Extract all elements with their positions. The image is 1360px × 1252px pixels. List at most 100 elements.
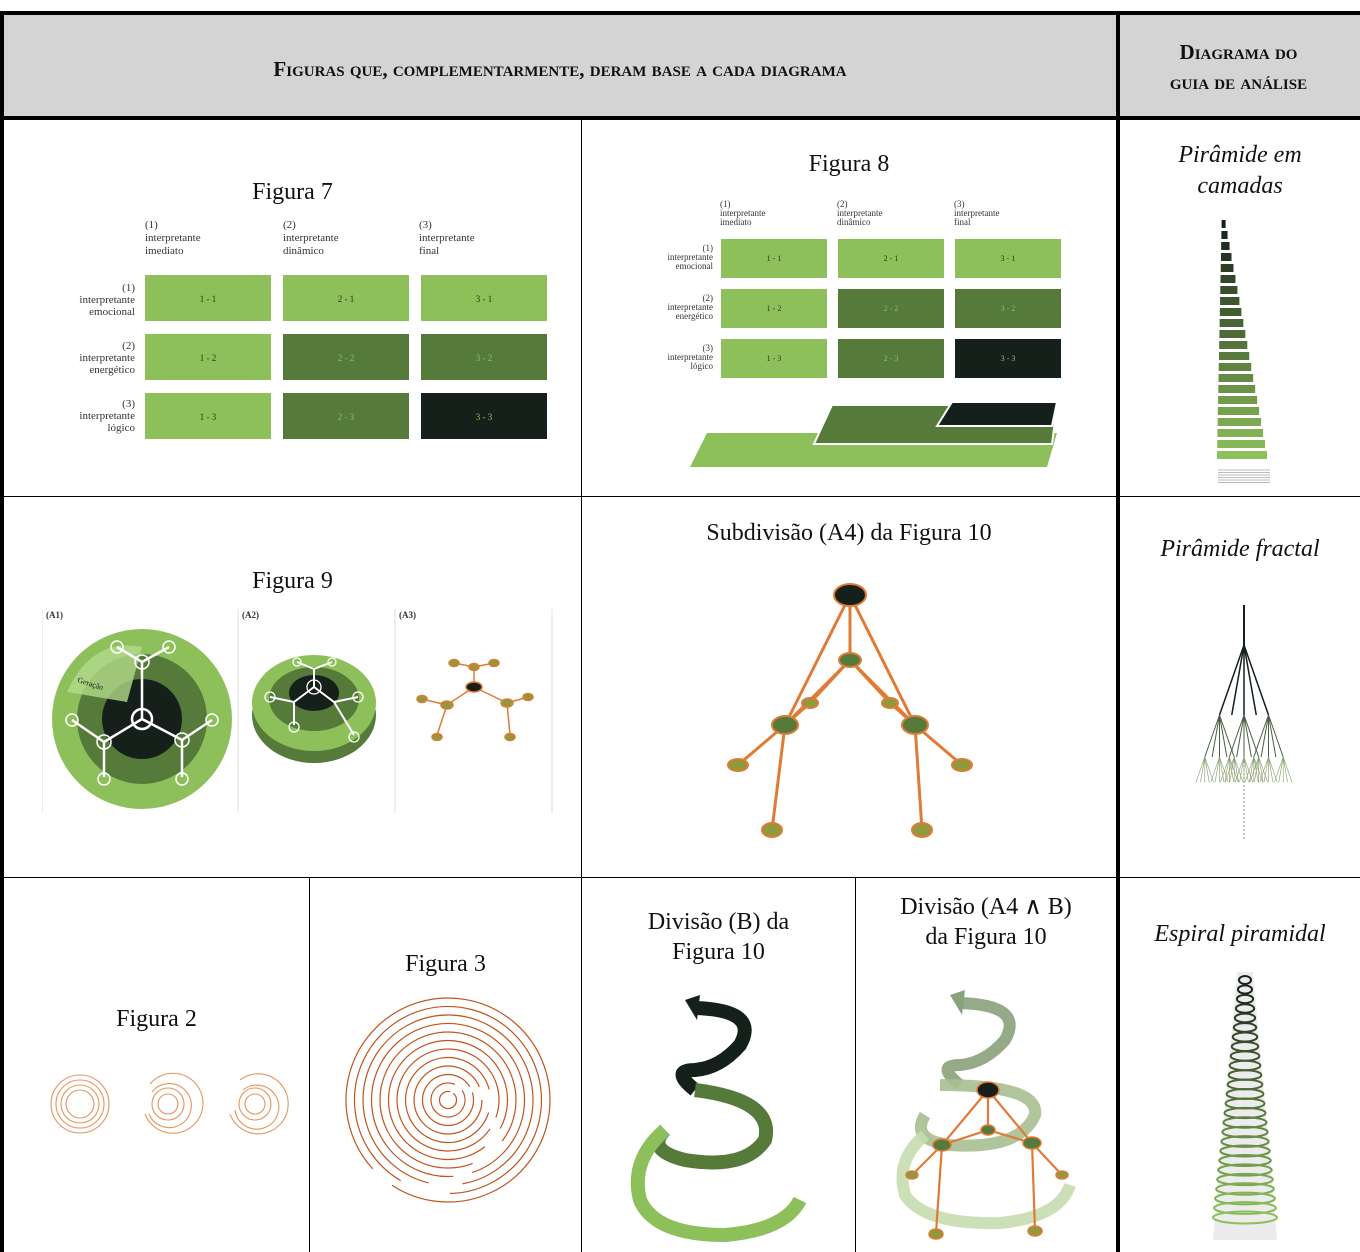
fig7-cell-3-1-label: 3 - 1 xyxy=(476,294,493,304)
fig7-cell-2-1 xyxy=(283,275,409,321)
fig7-col1-name: imediato xyxy=(145,245,184,257)
border-header-bottom xyxy=(0,116,1360,120)
pyramid-layer xyxy=(1218,363,1252,371)
figura-2-title: Figura 2 xyxy=(116,1006,197,1032)
fig8-col3-word: interpretante xyxy=(954,208,999,218)
fig8-col1-word: interpretante xyxy=(720,208,765,218)
fig7-row2-word: interpretante xyxy=(79,352,135,364)
pyramid-layer xyxy=(1221,242,1230,250)
fig7-col2-name: dinâmico xyxy=(283,245,324,257)
pyramid-layer xyxy=(1220,286,1238,294)
fig9-panel-a1-label: (A1) xyxy=(46,610,63,620)
fig8-cell-1-2 xyxy=(721,289,827,328)
border-vertical-r3a xyxy=(309,877,310,1252)
header-right-line2: guia de análise xyxy=(1169,70,1308,94)
fig7-row3-word: interpretante xyxy=(79,410,135,422)
pyramid-layer xyxy=(1217,440,1266,448)
fig7-cell-3-2-label: 3 - 2 xyxy=(476,353,493,363)
fig7-cell-2-1-label: 2 - 1 xyxy=(338,294,355,304)
fig7-cell-2-3 xyxy=(283,393,409,439)
fig8-cell-1-1 xyxy=(721,239,827,278)
diagram-1-line1: Pirâmide em xyxy=(1178,142,1302,168)
subdivisao-a4-image xyxy=(727,583,973,838)
header-right-cell xyxy=(1117,14,1360,117)
fig8-cell-1-3 xyxy=(721,339,827,378)
fig9-a1-rings: Geração xyxy=(52,629,232,809)
border-vertical-main xyxy=(1116,11,1120,1252)
fig7-cell-2-3-label: 2 - 3 xyxy=(338,412,355,422)
fig7-row1-name: emocional xyxy=(89,306,135,318)
fig7-cell-1-3 xyxy=(145,393,271,439)
figura-8-title: Figura 8 xyxy=(808,151,890,177)
divisao-b-line1: Divisão (B) da xyxy=(647,909,790,935)
fig8-cell-3-3 xyxy=(955,339,1061,378)
fig7-cell-3-2 xyxy=(421,334,547,380)
fig7-cell-1-2-label: 1 - 2 xyxy=(200,353,217,363)
fig9-panel-a2-label: (A2) xyxy=(242,610,259,620)
pyramid-layer xyxy=(1218,396,1258,404)
pyramid-layer xyxy=(1219,319,1244,327)
border-vertical-mid xyxy=(581,118,582,1252)
pyramid-layer xyxy=(1221,231,1228,239)
fig8-row3-name: lógico xyxy=(691,361,714,371)
fig9-a2-rings xyxy=(252,655,376,763)
divisao-a4b-line1: Divisão (A4 ∧ B) xyxy=(900,894,1072,920)
fig8-cell-2-2-label: 2 - 2 xyxy=(884,304,899,313)
fig8-cell-1-2-label: 1 - 2 xyxy=(767,304,782,313)
fig7-row2-num: (2) xyxy=(122,340,135,352)
pyramid-layer xyxy=(1219,330,1246,338)
divisao-b-line2: Figura 10 xyxy=(672,939,765,965)
pyramid-layer xyxy=(1220,264,1234,272)
fractal-pyramid-image xyxy=(1195,605,1293,840)
figura-8-matrix: (1) interpretante imediato (2) interpret… xyxy=(668,199,1061,467)
fig8-cell-2-2 xyxy=(838,289,944,328)
fig7-row3-name: lógico xyxy=(108,422,136,434)
pyramid-layer xyxy=(1217,407,1260,415)
fig7-col2-word: interpretante xyxy=(283,232,339,244)
divisao-a4b-image xyxy=(896,990,1076,1240)
fig8-row1-num: (1) xyxy=(703,243,714,253)
fig8-cell-3-2 xyxy=(955,289,1061,328)
fig8-row2-num: (2) xyxy=(703,293,714,303)
fig8-cell-3-2-label: 3 - 2 xyxy=(1001,304,1016,313)
pyramid-layer xyxy=(1217,429,1264,437)
pyramid-layer xyxy=(1220,275,1236,283)
fig8-cell-3-1-label: 3 - 1 xyxy=(1001,254,1016,263)
fig7-row1-word: interpretante xyxy=(79,294,135,306)
fig8-cell-2-1-label: 2 - 1 xyxy=(884,254,899,263)
fig8-col1-name: imediato xyxy=(720,217,752,227)
fig8-col3-num: (3) xyxy=(954,199,965,209)
pyramid-layer xyxy=(1220,297,1240,305)
fig8-cell-1-1-label: 1 - 1 xyxy=(767,254,782,263)
pyramid-layer xyxy=(1220,253,1232,261)
pyramid-layer xyxy=(1221,220,1226,228)
fig7-cell-3-3 xyxy=(421,393,547,439)
fig7-cell-3-3-label: 3 - 3 xyxy=(476,412,493,422)
fig8-col2-num: (2) xyxy=(837,199,848,209)
figura-9-image: (A1) (A2) (A3) Geração xyxy=(42,609,553,813)
header-left-cell xyxy=(3,14,1117,117)
fig8-cell-3-3-label: 3 - 3 xyxy=(1001,354,1016,363)
border-row2-bottom xyxy=(0,877,1360,878)
pyramid-layer xyxy=(1217,418,1262,426)
figura-7-title: Figura 7 xyxy=(252,179,333,205)
pyramid-layer xyxy=(1218,352,1250,360)
fig7-col3-word: interpretante xyxy=(419,232,475,244)
fig7-cell-2-2-label: 2 - 2 xyxy=(338,353,355,363)
figura-2-image xyxy=(50,1072,289,1135)
spiral-pyramid-image xyxy=(1212,972,1278,1240)
fig8-row3-num: (3) xyxy=(703,343,714,353)
fig7-col1-num: (1) xyxy=(145,219,158,231)
fig8-cell-2-3-label: 2 - 3 xyxy=(884,354,899,363)
fig8-col3-name: final xyxy=(954,217,971,227)
fig7-cell-2-2 xyxy=(283,334,409,380)
diagram-3-label: Espiral piramidal xyxy=(1154,921,1326,947)
subdivisao-a4-title: Subdivisão (A4) da Figura 10 xyxy=(706,520,992,546)
layered-pyramid-image xyxy=(1217,220,1270,483)
pyramid-layer xyxy=(1217,451,1267,459)
divisao-a4b-line2: da Figura 10 xyxy=(925,924,1047,950)
fig8-cell-3-1 xyxy=(955,239,1061,278)
figura-7-matrix: (1) interpretante imediato (2) interpret… xyxy=(79,219,547,439)
diagram-2-label: Pirâmide fractal xyxy=(1160,536,1320,562)
border-top xyxy=(0,11,1360,15)
